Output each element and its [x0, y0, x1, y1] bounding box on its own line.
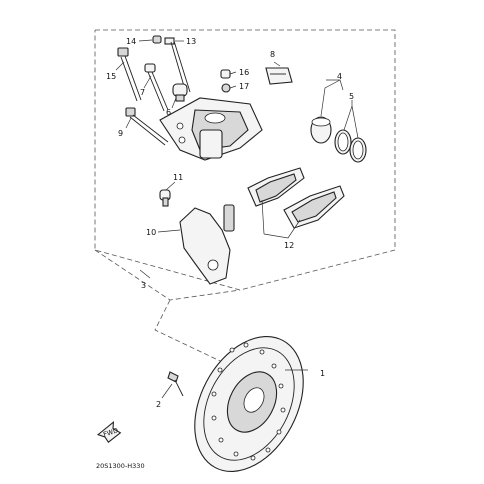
caliper-body	[159, 97, 263, 161]
callout-12: 12	[284, 241, 294, 250]
brake-pad-12a	[247, 167, 305, 207]
callout-11: 11	[173, 173, 183, 182]
pad-clip-8	[265, 67, 293, 85]
callout-8: 8	[270, 50, 275, 59]
callout-2: 2	[156, 400, 161, 409]
leader-lines	[115, 39, 359, 399]
piston-4	[310, 116, 332, 144]
bleeder-16	[220, 69, 231, 79]
brake-disc-1	[194, 336, 304, 472]
bleed-screw-cap	[152, 35, 162, 44]
boot-6	[172, 83, 188, 102]
disc-screw-2	[167, 371, 184, 397]
callout-labels: 1 2 3 4 5 6 7 8 9 10 11 12 13 14 15 16 1…	[106, 37, 354, 409]
diagram-code: 20S1300-H330	[96, 462, 145, 470]
disc-vent-holes	[211, 342, 286, 461]
callout-16: 16	[239, 68, 249, 77]
bolt-9	[125, 107, 169, 146]
callout-6: 6	[166, 108, 171, 117]
caliper-bolt-15	[117, 47, 142, 102]
callout-15: 15	[106, 72, 116, 81]
callout-3: 3	[141, 281, 146, 290]
callout-1: 1	[320, 369, 325, 378]
callout-5: 5	[349, 92, 354, 101]
callout-14: 14	[126, 37, 136, 46]
caliper-bracket-10	[179, 204, 235, 285]
callout-7: 7	[140, 88, 145, 97]
callout-17: 17	[239, 82, 249, 91]
callout-13: 13	[186, 37, 196, 46]
bleeder-cap-17	[221, 83, 231, 93]
assembly-boundary	[94, 29, 396, 381]
piston-seal-5a	[334, 129, 352, 155]
callout-9: 9	[118, 129, 123, 138]
piston-seal-5b	[349, 137, 367, 163]
pin-11	[159, 189, 171, 207]
slide-pin-7	[144, 63, 169, 112]
brake-pad-12b	[283, 185, 345, 229]
callout-10: 10	[146, 228, 156, 237]
fwd-arrow-icon	[96, 421, 122, 444]
callout-4: 4	[337, 72, 342, 81]
